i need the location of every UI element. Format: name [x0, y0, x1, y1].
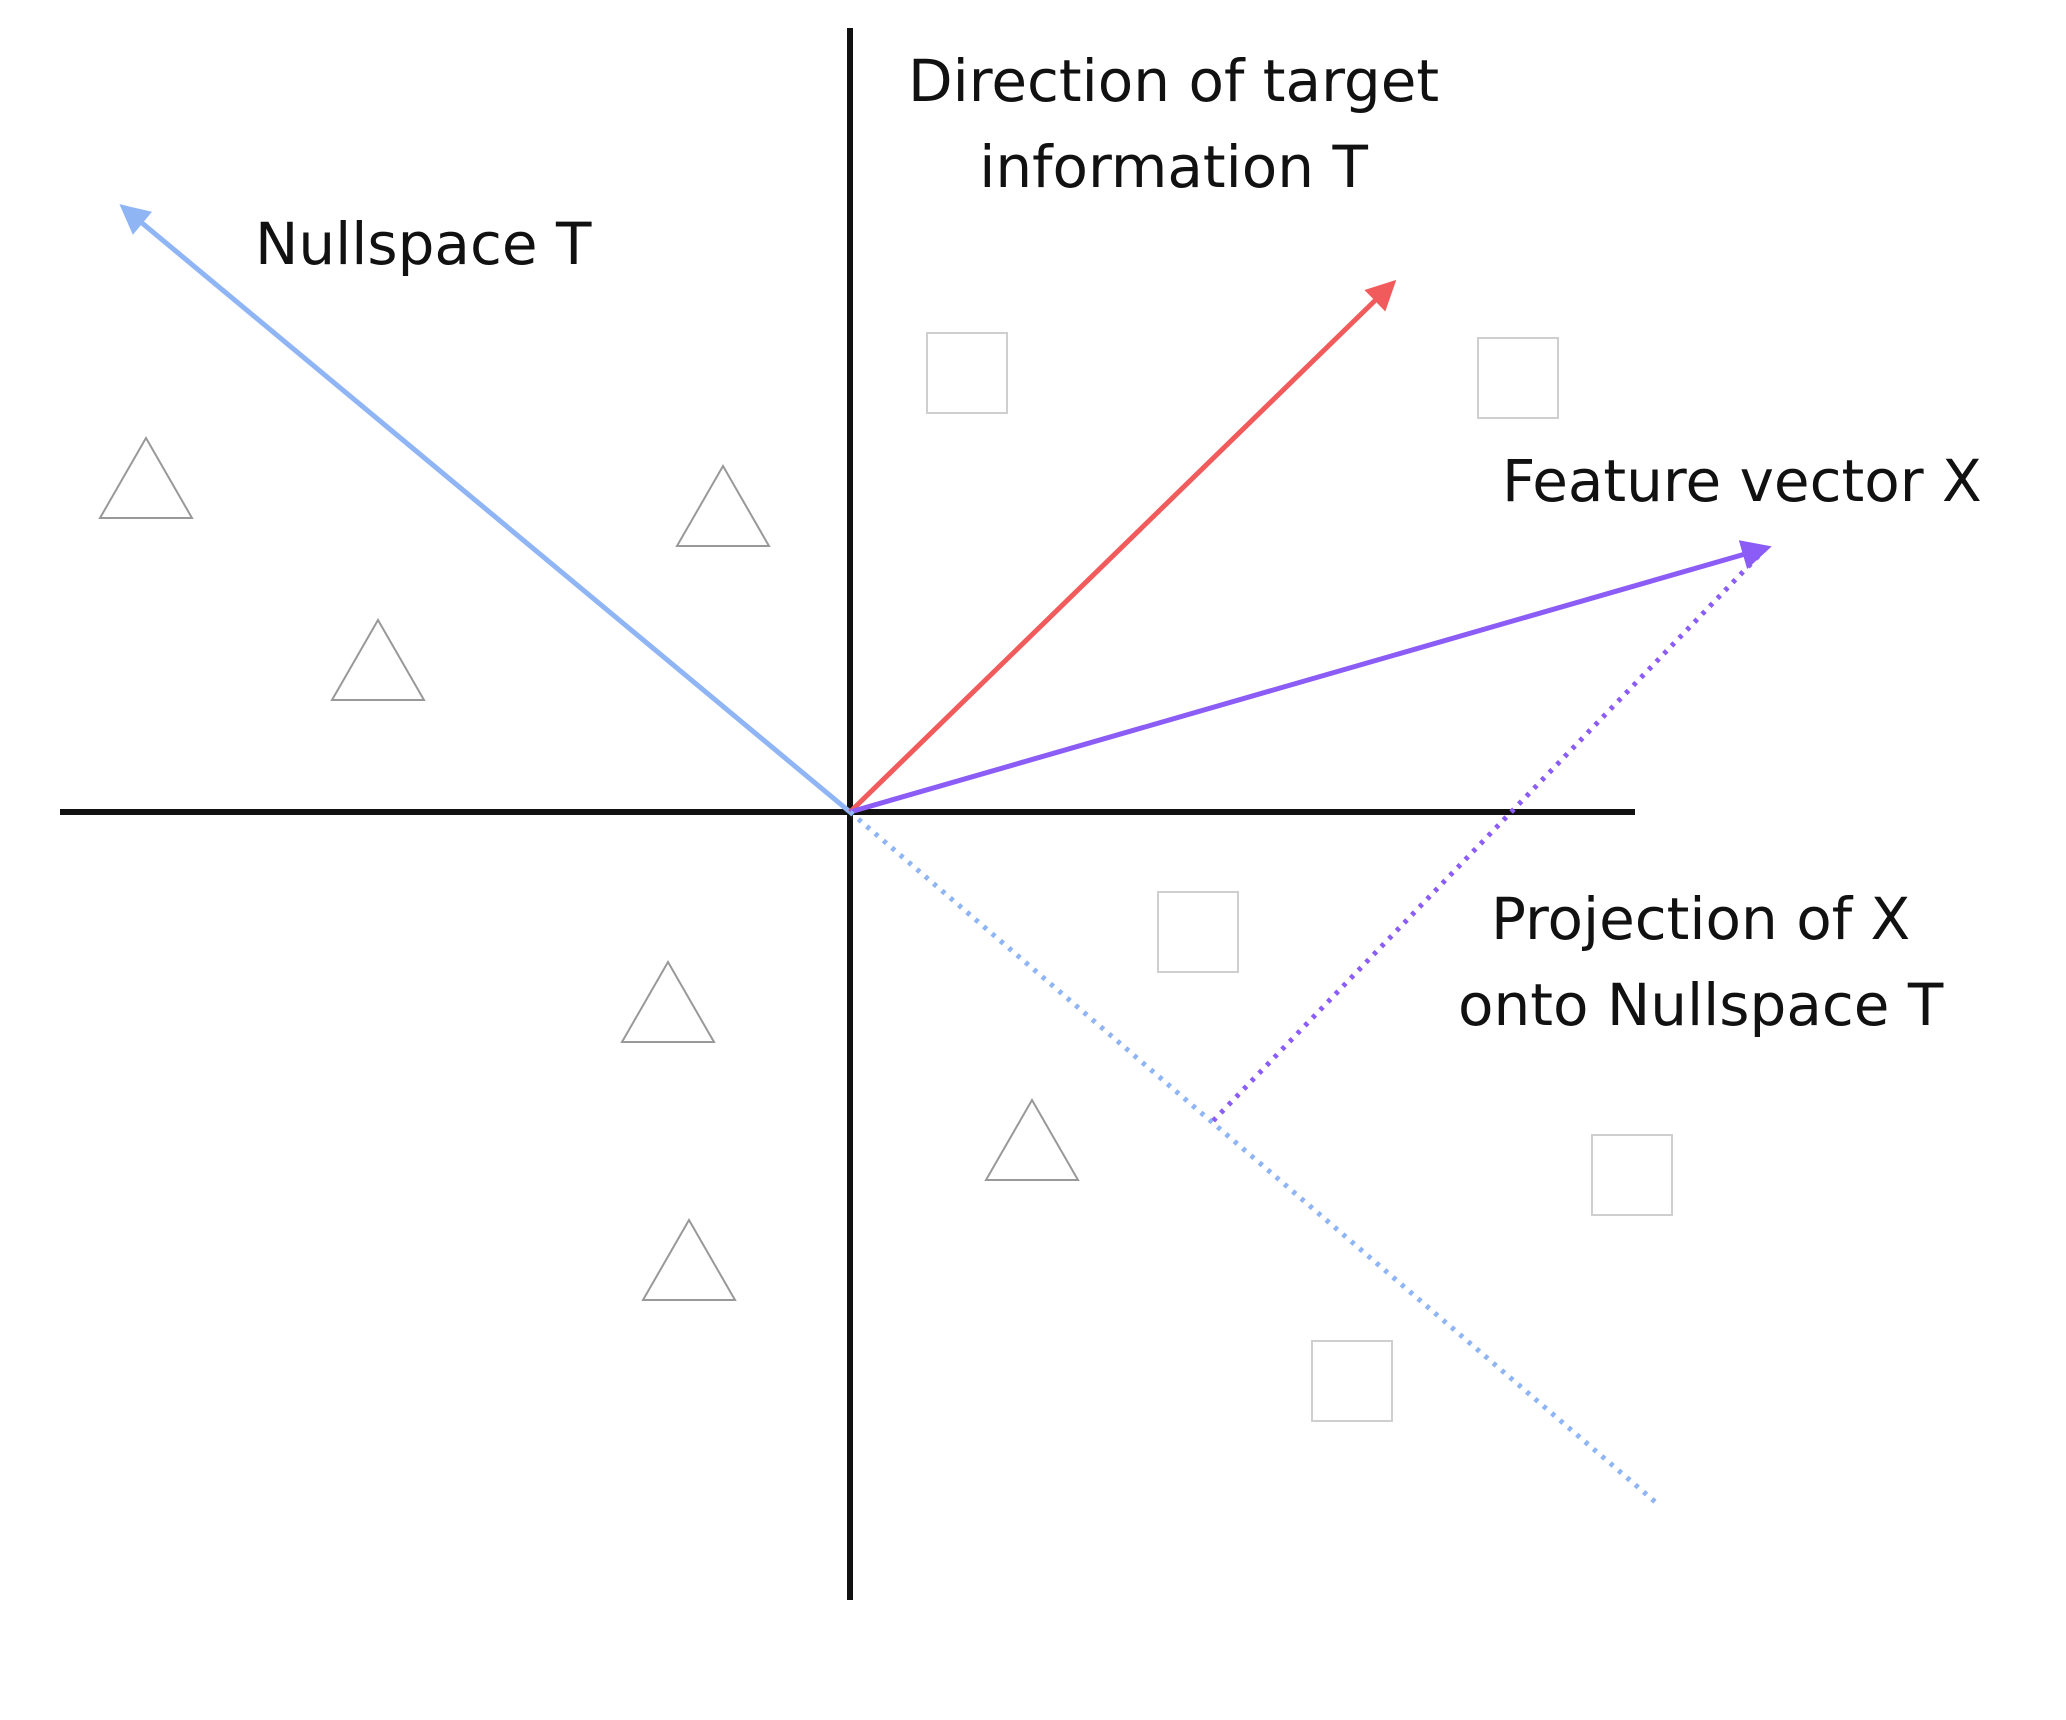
label-projection-line2: onto Nullspace T [1458, 971, 1944, 1039]
projection-line-dotted [1210, 546, 1768, 1124]
square-marker [926, 332, 1008, 414]
label-nullspace: Nullspace T [255, 210, 592, 278]
square-marker [1477, 337, 1559, 419]
triangle-marker [641, 1217, 737, 1301]
feature-vector-x [849, 540, 1772, 815]
label-projection-line1: Projection of X [1490, 885, 1911, 953]
triangle-marker [620, 959, 716, 1043]
label-direction-target: Direction of target information T [908, 38, 1439, 210]
square-marker [1591, 1134, 1673, 1216]
triangle-marker [984, 1097, 1080, 1181]
triangle-marker [330, 617, 426, 701]
label-projection: Projection of X onto Nullspace T [1458, 876, 1943, 1048]
nullspace-vector [119, 204, 852, 814]
square-marker [1311, 1340, 1393, 1422]
square-marker [1157, 891, 1239, 973]
label-feature-vector: Feature vector X [1502, 447, 1982, 515]
label-direction-target-line1: Direction of target [908, 47, 1440, 115]
triangle-marker [98, 435, 194, 519]
target-direction-vector [848, 279, 1397, 814]
triangle-marker [675, 463, 771, 547]
nullspace-extension-dotted [848, 810, 1662, 1508]
label-direction-target-line2: information T [979, 133, 1368, 201]
